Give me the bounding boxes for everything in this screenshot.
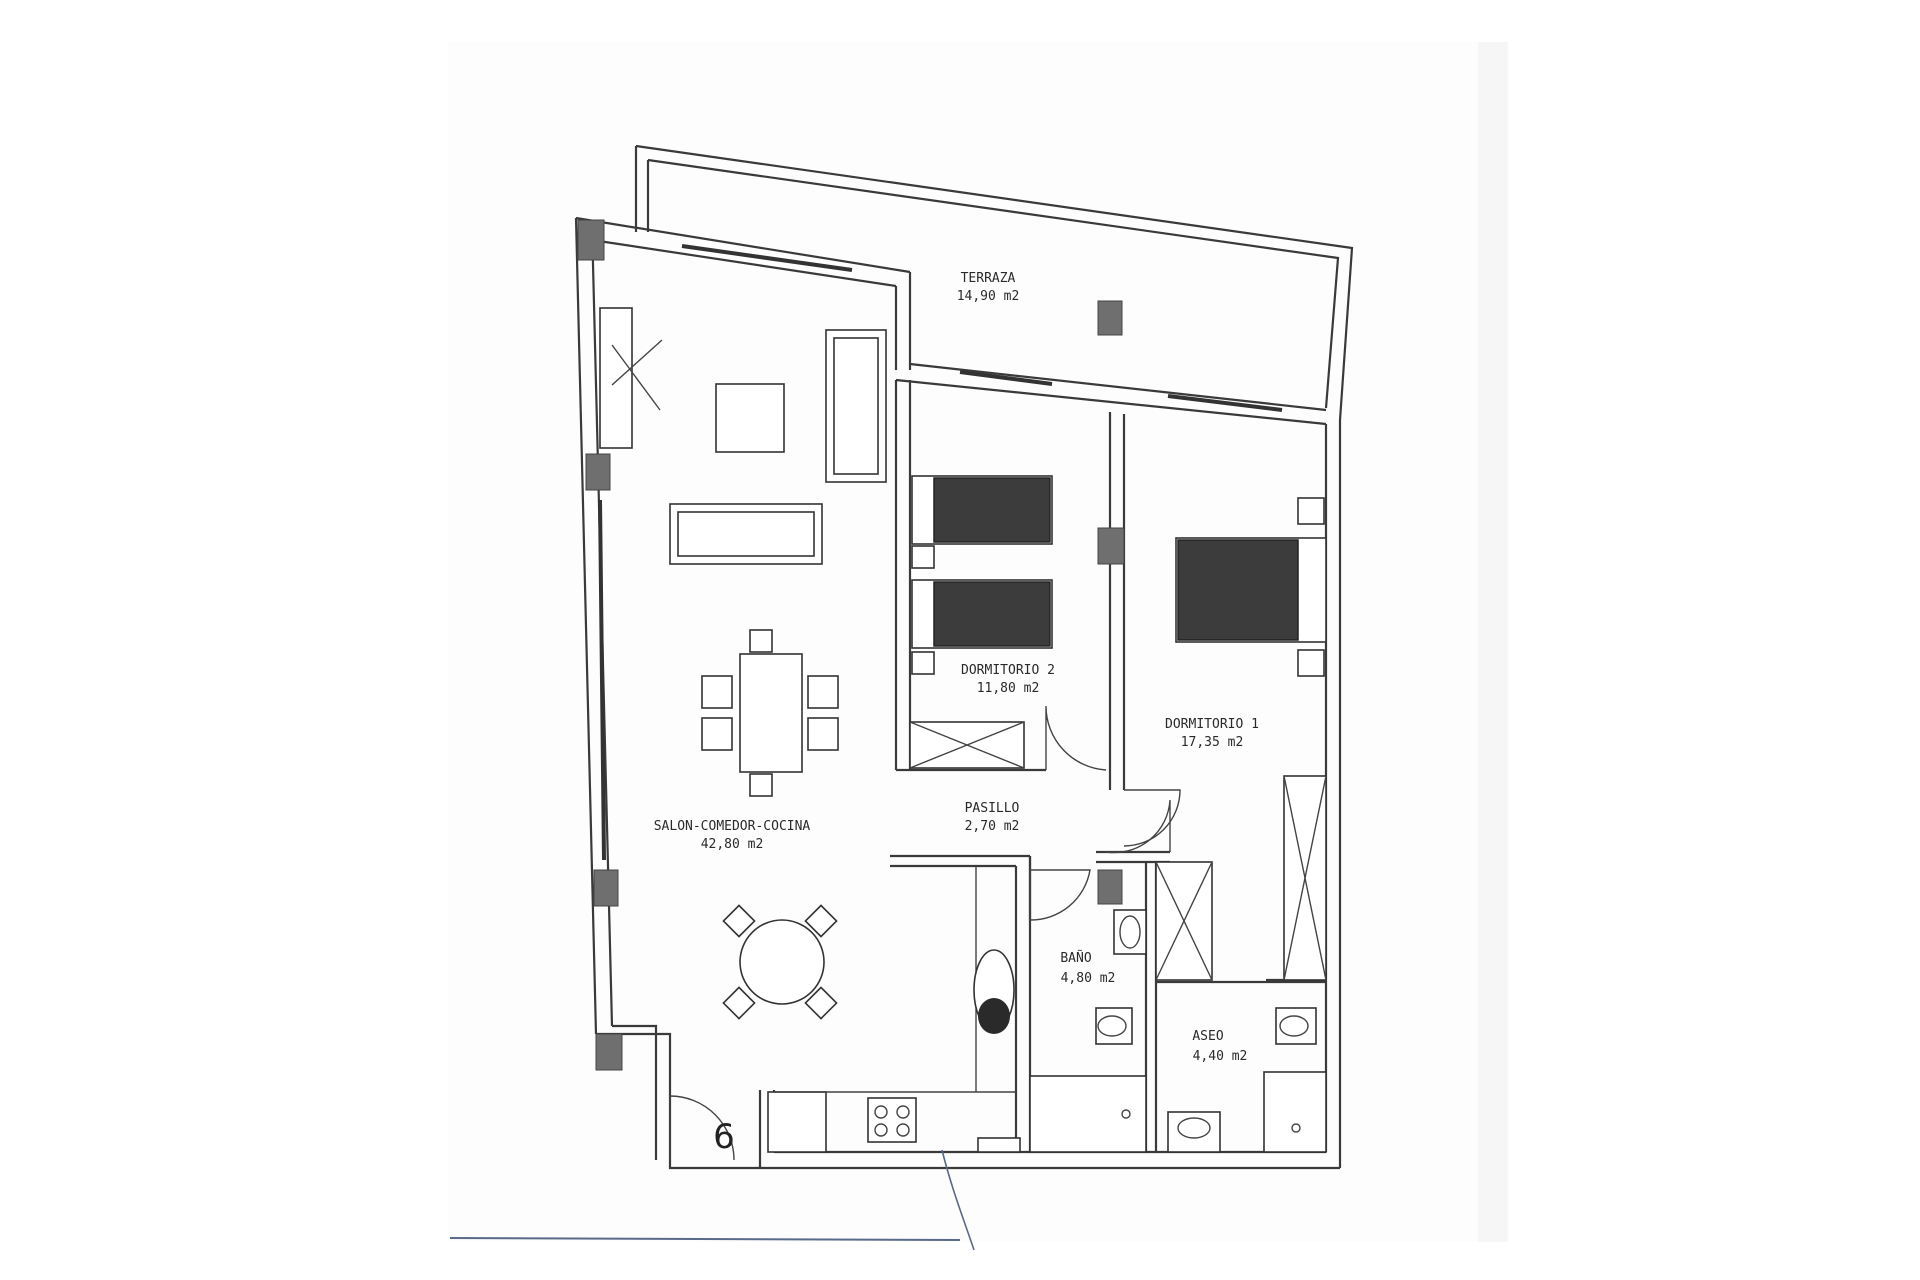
terrace-pillar	[1097, 300, 1123, 336]
terrace-area: 14,90 m2	[957, 289, 1020, 304]
dorm1-name: DORMITORIO 1	[1165, 717, 1259, 732]
dorm2-name: DORMITORIO 2	[961, 663, 1055, 678]
salon-area: 42,80 m2	[701, 837, 764, 852]
aseo-fixtures	[1167, 1007, 1327, 1153]
salon-name: SALON-COMEDOR-COCINA	[654, 819, 811, 834]
dining-set	[701, 629, 839, 797]
bano-area: 4,80 m2	[1061, 971, 1116, 986]
paper-bottom-mark	[449, 1237, 961, 1241]
paper-right-edge	[1478, 42, 1508, 1242]
coffee-table	[715, 383, 785, 453]
bano-name: BAÑO	[1060, 950, 1091, 966]
bed-double	[1175, 497, 1327, 677]
wardrobe-dorm1	[1283, 775, 1327, 981]
windows	[598, 244, 1283, 861]
wardrobe-dorm2	[909, 721, 1025, 769]
sofa-right	[825, 329, 887, 483]
round-table	[722, 904, 838, 1020]
unit-number: 6	[713, 1117, 735, 1157]
kitchen-sink	[973, 949, 1015, 1034]
aseo-area: 4,40 m2	[1193, 1049, 1248, 1064]
aseo-name: ASEO	[1192, 1029, 1223, 1044]
pasillo-area: 2,70 m2	[965, 819, 1020, 834]
pillars	[577, 219, 1125, 1071]
bano-fixtures	[1029, 861, 1213, 1153]
pasillo-name: PASILLO	[965, 801, 1020, 816]
tv-unit	[599, 307, 663, 449]
terrace-walls	[634, 144, 1354, 421]
gas-line	[941, 1149, 975, 1251]
dorm1-area: 17,35 m2	[1181, 735, 1244, 750]
sofa-bottom	[669, 503, 823, 565]
bed-single-bottom	[911, 579, 1053, 675]
kitchen-counter	[767, 866, 1021, 1153]
doors	[669, 705, 1326, 1161]
dorm2-area: 11,80 m2	[977, 681, 1040, 696]
bed-single-top	[911, 475, 1053, 569]
terrace-name: TERRAZA	[961, 271, 1016, 286]
